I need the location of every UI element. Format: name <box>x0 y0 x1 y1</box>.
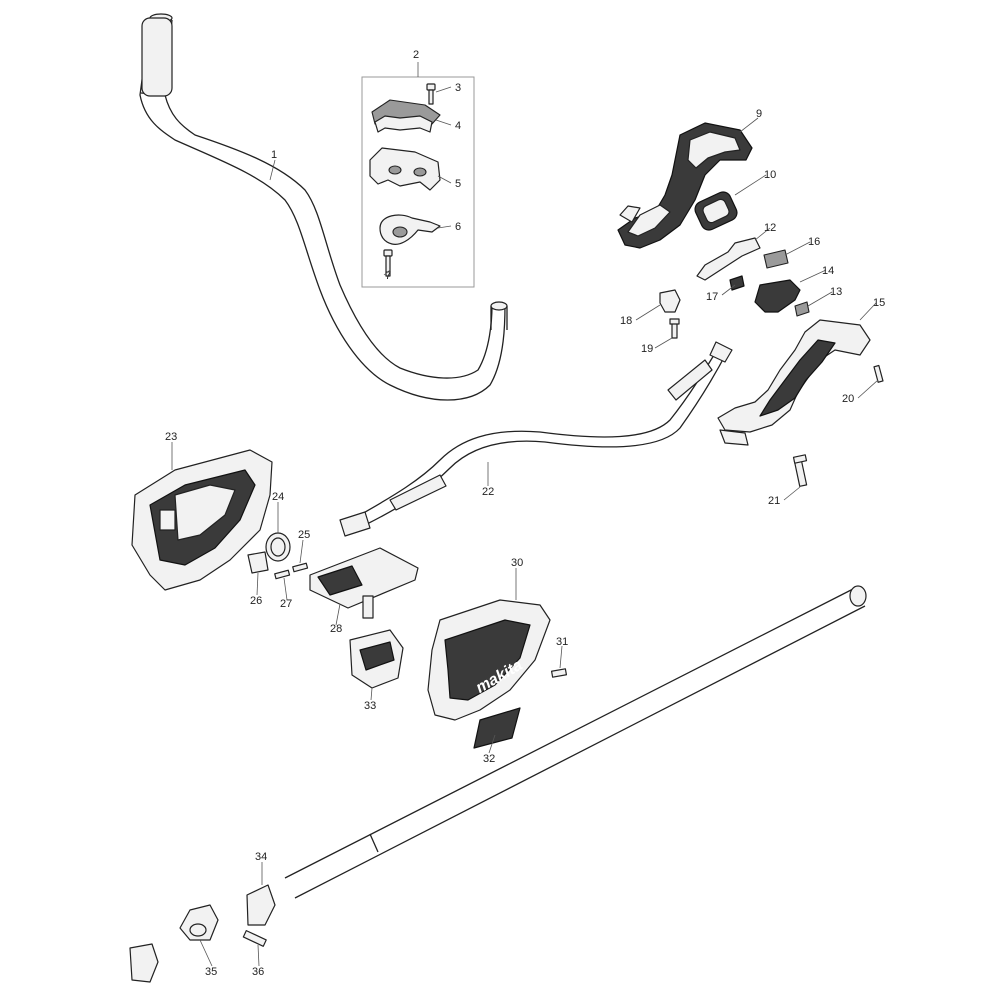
shaft-clamp <box>246 884 276 926</box>
label-22: 22 <box>482 486 494 498</box>
label-12: 12 <box>764 222 776 234</box>
controller-board <box>309 547 419 619</box>
label-31: 31 <box>556 636 568 648</box>
label-36: 36 <box>252 966 264 978</box>
label-3: 3 <box>455 82 461 94</box>
trigger-seal <box>694 191 738 231</box>
clamp-half <box>129 943 159 983</box>
lock-lever <box>754 279 801 313</box>
label-23: 23 <box>165 431 177 443</box>
label-25: 25 <box>298 529 310 541</box>
label-16: 16 <box>808 236 820 248</box>
leader-lines <box>171 86 879 967</box>
label-27: 27 <box>280 598 292 610</box>
spring-b <box>729 275 745 291</box>
label-30: 30 <box>511 557 523 569</box>
screw-20 <box>873 364 884 383</box>
label-18: 18 <box>620 315 632 327</box>
band-clamp <box>265 532 291 562</box>
label-21: 21 <box>768 495 780 507</box>
clamp-assembly <box>361 62 475 288</box>
label-32: 32 <box>483 753 495 765</box>
label-17: 17 <box>706 291 718 303</box>
screw-25 <box>292 562 309 573</box>
label-4: 4 <box>455 120 461 132</box>
label-24: 24 <box>272 491 284 503</box>
clip-26 <box>247 551 269 574</box>
label-5: 5 <box>455 178 461 190</box>
screw-27 <box>274 569 291 580</box>
main-shaft <box>284 585 867 899</box>
label-33: 33 <box>364 700 376 712</box>
label-35: 35 <box>205 966 217 978</box>
motor-housing-right: makita <box>427 599 551 721</box>
label-19: 19 <box>641 343 653 355</box>
cable-conduit <box>339 341 733 537</box>
label-10: 10 <box>764 169 776 181</box>
label-6: 6 <box>455 221 461 233</box>
lock-button <box>659 289 681 313</box>
label-26: 26 <box>250 595 262 607</box>
label-34: 34 <box>255 851 267 863</box>
switch-plate <box>763 249 789 269</box>
label-9: 9 <box>756 108 762 120</box>
label-13: 13 <box>830 286 842 298</box>
terminal <box>349 629 404 689</box>
trigger-lever <box>696 237 761 281</box>
switch-housing <box>617 122 753 249</box>
screw-31 <box>550 668 568 678</box>
screw-19 <box>669 318 680 339</box>
label-28: 28 <box>330 623 342 635</box>
hanger-ring <box>179 904 219 941</box>
motor-housing-left <box>131 449 273 591</box>
part-labels: 1 2 3 4 5 6 7 9 10 12 13 14 15 16 17 18 … <box>165 49 885 978</box>
bolt-36 <box>242 930 267 947</box>
label-plate <box>473 707 521 749</box>
label-14: 14 <box>822 265 834 277</box>
label-1: 1 <box>271 149 277 161</box>
label-7: 7 <box>385 270 391 282</box>
label-2: 2 <box>413 49 419 61</box>
spring-a <box>794 301 810 317</box>
handle-bar <box>139 13 508 401</box>
grip-handle <box>717 319 871 446</box>
label-15: 15 <box>873 297 885 309</box>
screw-21 <box>792 454 808 487</box>
label-20: 20 <box>842 393 854 405</box>
